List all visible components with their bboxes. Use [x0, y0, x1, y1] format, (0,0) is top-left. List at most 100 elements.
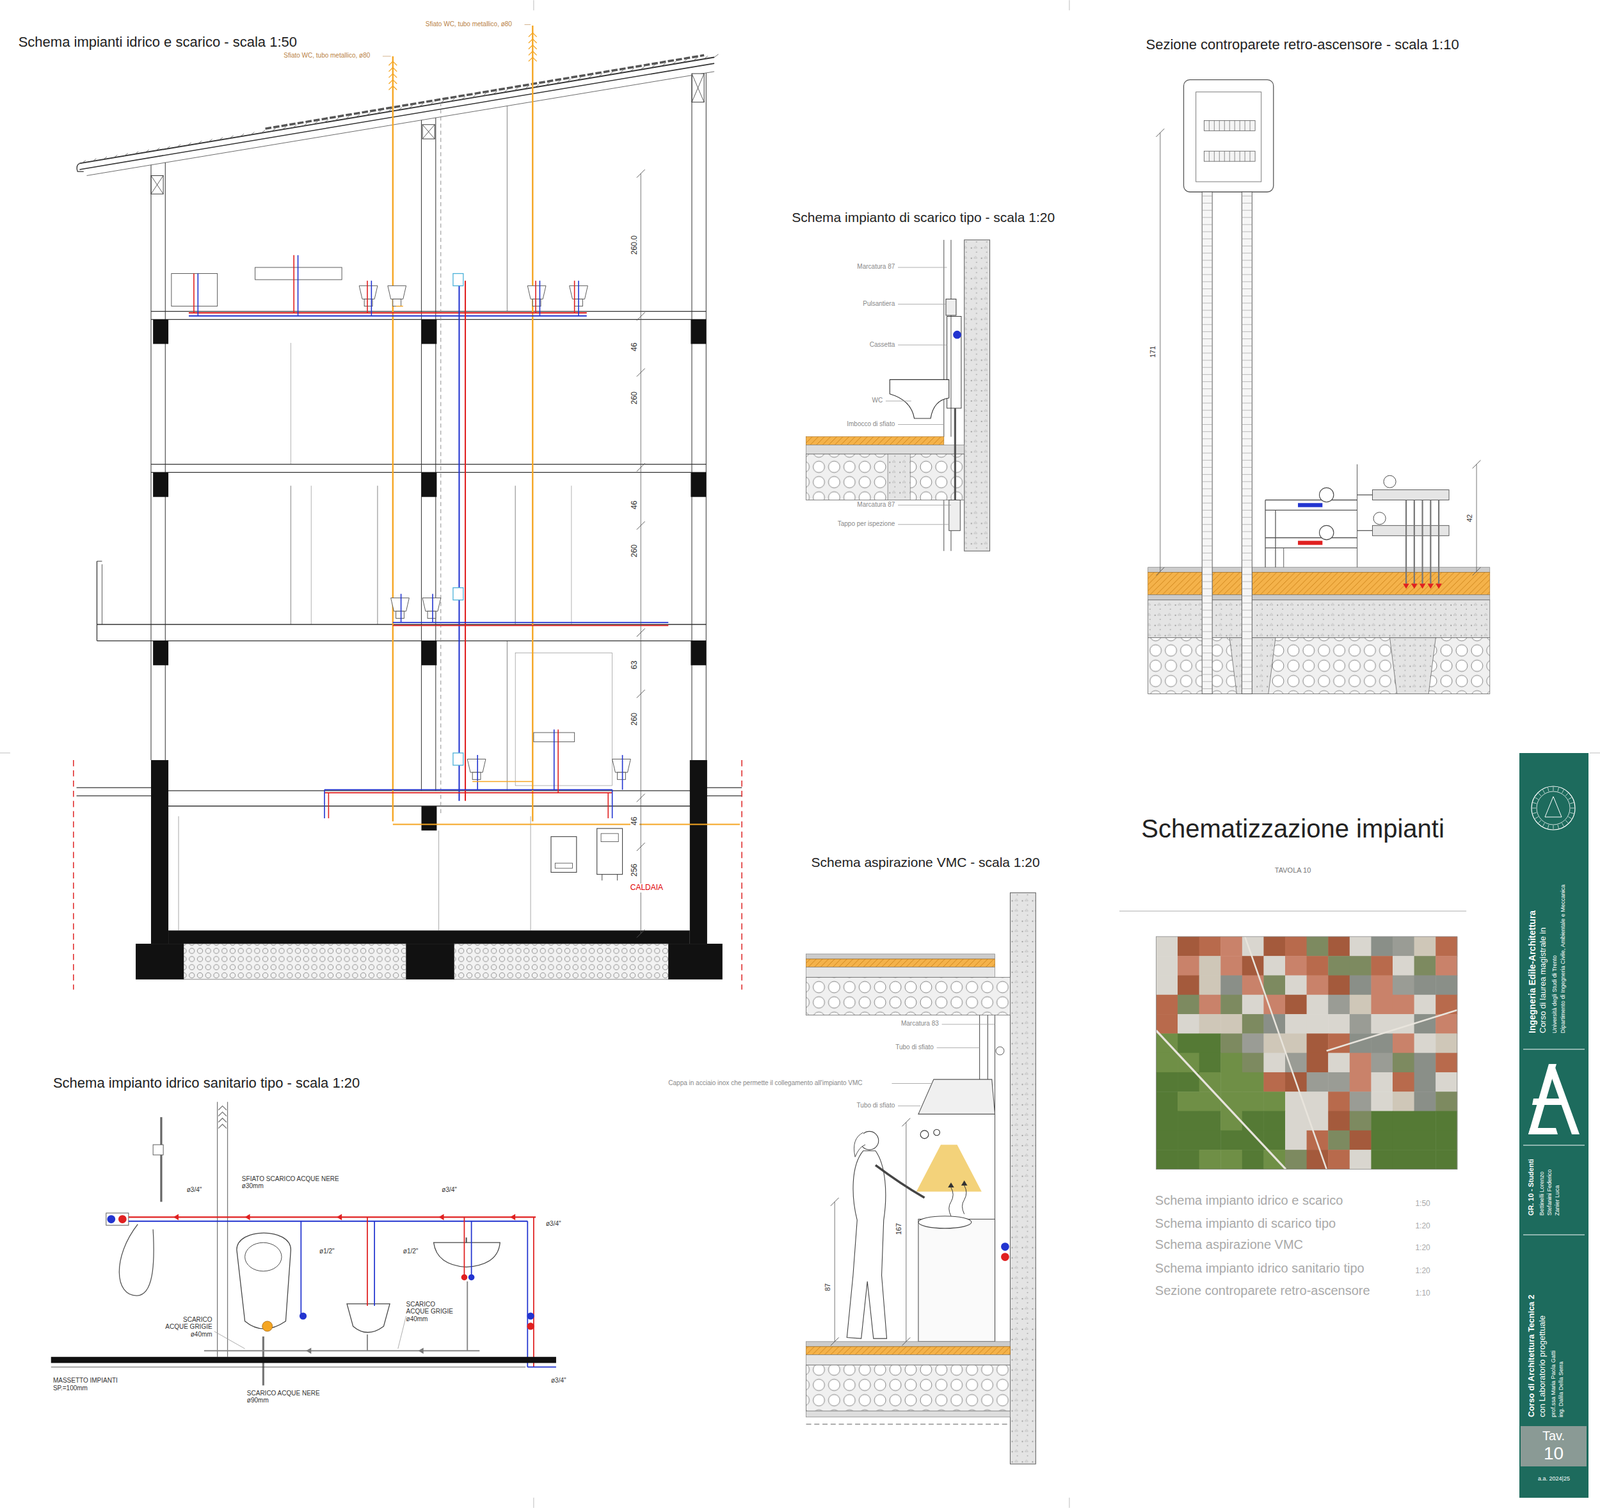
- conduit-rib: [1201, 259, 1213, 261]
- photo-block: [1349, 1072, 1372, 1093]
- seal-tick: [1568, 798, 1572, 800]
- aerial-photo: [1155, 936, 1458, 1170]
- university-seal: [1531, 786, 1576, 831]
- photo-block: [1220, 975, 1243, 996]
- crop-mark: [1589, 752, 1600, 754]
- inspection-hatch: [453, 588, 464, 601]
- photo-block: [1242, 1150, 1264, 1170]
- conduit-rib: [1201, 581, 1213, 583]
- photo-block: [1349, 956, 1372, 976]
- cold-water-riser: [432, 593, 434, 623]
- photo-block: [1199, 956, 1222, 976]
- dimension-tick: [636, 312, 646, 321]
- hot-water-riser: [557, 729, 559, 793]
- photo-block: [1155, 1130, 1178, 1151]
- vent-chevron: [388, 67, 397, 72]
- pipe-note: ø3/4": [441, 1186, 457, 1195]
- university-seal: [1536, 791, 1570, 825]
- callout-label: Imbocco di sfiato: [846, 420, 895, 429]
- callout-label: WC: [871, 396, 883, 405]
- conduit-rib: [1241, 274, 1252, 276]
- drain-pipe: [954, 408, 957, 500]
- balcony-parapet: [101, 564, 103, 625]
- conduit-rib: [1201, 209, 1213, 211]
- conduit-rib: [1201, 538, 1213, 540]
- beam-section: [421, 319, 437, 344]
- partition-line: [515, 485, 516, 625]
- photo-block: [1414, 1053, 1437, 1074]
- vent-chevron: [218, 1112, 227, 1117]
- slab-rib: [1229, 638, 1276, 695]
- photo-block: [1177, 956, 1200, 976]
- steam-arrow: [961, 1180, 968, 1186]
- photo-block: [1177, 975, 1200, 996]
- photo-block: [1328, 936, 1350, 957]
- conduit-rib: [1201, 616, 1213, 618]
- conduit-rib: [1241, 374, 1252, 376]
- cold-water-riser: [458, 280, 460, 802]
- conduit-rib: [1241, 631, 1252, 633]
- photo-road: [1155, 1031, 1286, 1170]
- wall-head: [691, 73, 704, 103]
- vent-chevron: [528, 57, 537, 62]
- dimension-value: 46: [630, 500, 640, 511]
- seal-tick: [1553, 825, 1554, 830]
- photo-block: [1435, 1072, 1458, 1093]
- photo-block: [1306, 1130, 1329, 1151]
- conduit-rib: [1201, 424, 1213, 425]
- hot-water-pipe: [324, 792, 613, 794]
- photo-block: [1414, 975, 1437, 996]
- manifold-pipe: [1274, 510, 1276, 568]
- roof-tile: [123, 153, 128, 157]
- leader-line: [897, 266, 948, 268]
- photo-block: [1370, 956, 1393, 976]
- cold-water-pipe: [527, 1367, 557, 1369]
- degree-type: Corso di laurea magistrale in: [1538, 873, 1549, 1034]
- cold-water-pipe: [324, 789, 613, 791]
- wc-bowl: [889, 379, 949, 419]
- flush-plate: [945, 298, 957, 316]
- wc-symbol: [391, 598, 410, 612]
- dimension-tick: [636, 463, 646, 472]
- photo-block: [1328, 975, 1350, 996]
- callout-label: Tappo per ispezione: [837, 520, 896, 528]
- conduit-rib: [1201, 467, 1213, 468]
- photo-block: [1177, 1150, 1200, 1170]
- photo-block: [1435, 1014, 1458, 1035]
- wall-head: [422, 124, 435, 139]
- slab-rib: [887, 454, 911, 501]
- roof-tile: [672, 61, 676, 65]
- scale-value: 1:20: [1415, 1267, 1430, 1277]
- roof-tile: [113, 154, 118, 159]
- conduit-rib: [1241, 581, 1252, 583]
- dimension-value: 171: [1148, 345, 1158, 359]
- conduit-rib: [1241, 259, 1252, 261]
- beam-section: [152, 641, 169, 666]
- photo-block: [1263, 1111, 1286, 1132]
- cold-water-pipe: [128, 1221, 528, 1223]
- cold-water-riser: [323, 789, 326, 819]
- photo-block: [1328, 995, 1350, 1016]
- conduit-rib: [1241, 331, 1252, 333]
- photo-block: [1435, 956, 1458, 976]
- dimension-line: [905, 1122, 907, 1343]
- photo-block: [1285, 1150, 1307, 1170]
- conduit-rib: [1241, 666, 1252, 668]
- conduit-rib: [1201, 288, 1213, 290]
- conduit-rib: [1241, 202, 1252, 204]
- conduit-rib: [1241, 238, 1252, 240]
- photo-block: [1328, 956, 1350, 976]
- photo-block: [1177, 1111, 1200, 1132]
- callout-label: Marcatura 87: [856, 501, 895, 509]
- photo-block: [1435, 1150, 1458, 1170]
- inspection-plug: [949, 499, 961, 531]
- hot-water-riser: [366, 1217, 368, 1307]
- wc-base: [617, 772, 626, 780]
- conduit-rib: [1201, 588, 1213, 590]
- photo-block: [1199, 1111, 1222, 1132]
- photo-block: [1155, 1014, 1178, 1035]
- photo-block: [1242, 975, 1264, 996]
- roof-tile: [629, 68, 634, 72]
- photo-block: [1220, 1111, 1243, 1132]
